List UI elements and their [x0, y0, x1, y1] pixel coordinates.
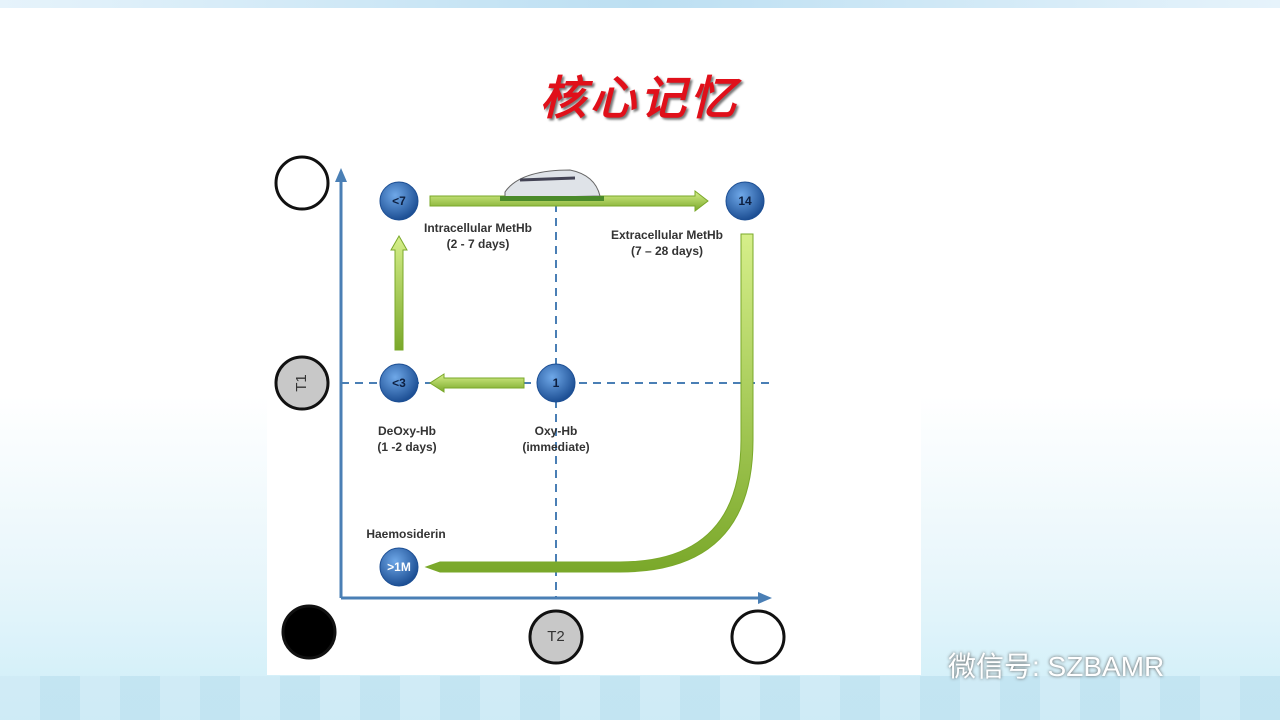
label-sub: (immediate) [522, 440, 590, 454]
node-label-haemosiderin: Haemosiderin [366, 527, 446, 541]
x-axis [341, 592, 772, 604]
corner-circles [274, 155, 786, 665]
node-value: <7 [392, 194, 406, 208]
node-value: 14 [738, 194, 752, 208]
top-decoration-bar [0, 0, 1280, 8]
bottom-wave-decoration [0, 676, 1280, 720]
node-label-oxy: Oxy-Hb (immediate) [522, 423, 589, 455]
node-label-deoxy: DeOxy-Hb (1 -2 days) [377, 423, 436, 455]
node-label-extracellular: Extracellular MetHb (7 – 28 days) [611, 227, 723, 259]
node-label-intracellular: Intracellular MetHb (2 - 7 days) [424, 220, 532, 252]
node-value: 1 [552, 376, 560, 390]
y-axis [335, 168, 347, 598]
white-circle-top [274, 155, 330, 211]
t2-circle [528, 609, 584, 665]
arrow-extracellular-to-haemosiderin [424, 233, 754, 573]
arrow-deoxy-to-intracellular [390, 234, 408, 351]
t1-circle [274, 355, 330, 411]
t2-label: T2 [547, 628, 565, 645]
slide-title: 核心记忆 [540, 71, 740, 125]
watermark: 微信号: SZBAMR [948, 651, 1165, 682]
label-text: DeOxy-Hb [377, 424, 437, 438]
label-sub: (7 – 28 days) [630, 244, 704, 258]
label-sub: (2 - 7 days) [446, 237, 510, 251]
arrow-oxy-to-deoxy [429, 373, 525, 393]
white-circle-right [730, 609, 786, 665]
label-text: Oxy-Hb [534, 424, 578, 438]
t1-label: T1 [293, 374, 310, 392]
diagram-panel [267, 147, 921, 675]
black-circle [281, 604, 337, 660]
label-text: Extracellular MetHb [610, 228, 724, 242]
label-sub: (1 -2 days) [377, 440, 437, 454]
train-icon [500, 169, 604, 201]
label-text: Intracellular MetHb [423, 221, 533, 235]
nodes [379, 181, 765, 587]
node-value: <3 [392, 376, 406, 390]
node-value: >1M [387, 560, 411, 574]
